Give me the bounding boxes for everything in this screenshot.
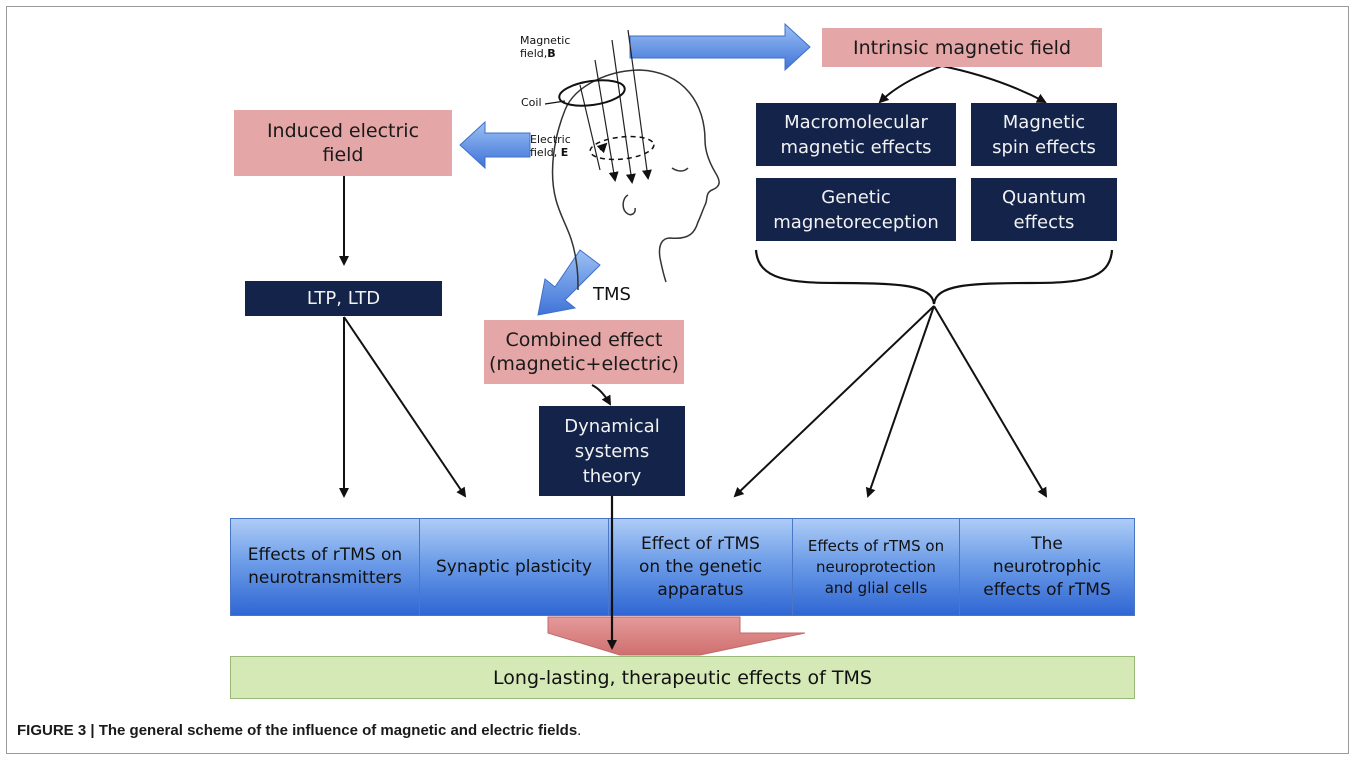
curly-brace [754,249,1114,305]
spin-effects-box: Magnetic spin effects [971,103,1117,166]
arrow-brace-to-neuroprotection [865,305,935,498]
combined-effect-box: Combined effect (magnetic+electric) [484,320,684,384]
figure-frame [6,6,1349,754]
arrow-intrinsic-to-macromolecular [878,65,943,104]
effect-genetic-apparatus: Effect of rTMS on the genetic apparatus [608,519,792,615]
dynamical-systems-box: Dynamical systems theory [539,406,685,496]
electric-field-text: Electric field, [530,133,571,159]
arrow-combined-to-dynamical [591,384,611,406]
ltp-ltd-box: LTP, LTD [245,281,442,316]
arrow-brace-to-genetic [733,305,935,498]
arrow-to-combined-effect [537,249,601,316]
electric-field-loop [589,135,655,161]
induced-electric-field-box: Induced electric field [234,110,452,176]
arrow-to-induced-field [459,120,531,170]
intrinsic-magnetic-field-box: Intrinsic magnetic field [822,28,1102,67]
quantum-effects-box: Quantum effects [971,178,1117,241]
arrow-intrinsic-to-spin [941,65,1047,103]
outcome-bar: Long-lasting, therapeutic effects of TMS [230,656,1135,699]
effect-neuroprotection: Effects of rTMS on neuroprotection and g… [792,519,959,615]
figure-caption-end: . [577,722,582,739]
coil-icon [558,79,626,107]
effect-synaptic-plasticity: Synaptic plasticity [419,519,608,615]
effect-neurotransmitters: Effects of rTMS on neurotransmitters [247,545,403,588]
genetic-magnetoreception-box: Genetic magnetoreception [756,178,956,241]
electric-field-symbol: E [560,146,569,159]
magnetic-field-label: Magnetic field,B [520,34,570,60]
magnetic-field-text: Magnetic field, [520,34,571,60]
figure-caption-label: FIGURE 3 | The general scheme of the inf… [17,722,578,739]
magnetic-field-symbol: B [547,47,556,60]
arrow-ltp-to-synaptic [343,316,467,498]
macromolecular-effects-box: Macromolecular magnetic effects [756,103,956,166]
tms-label: TMS [593,284,631,305]
coil-label: Coil [521,96,542,109]
arrow-effects-to-outcome [547,616,806,656]
arrow-to-intrinsic-field [629,22,811,72]
effects-bar: Effects of rTMS on neurotransmitters Syn… [230,518,1135,616]
effect-neurotrophic: The neurotrophic effects of rTMS [959,519,1134,615]
figure-caption: FIGURE 3 | The general scheme of the inf… [17,722,581,739]
arrow-brace-to-neurotrophic [933,305,1048,498]
head-icon [551,69,720,291]
electric-field-label: Electric field, E [530,133,571,159]
